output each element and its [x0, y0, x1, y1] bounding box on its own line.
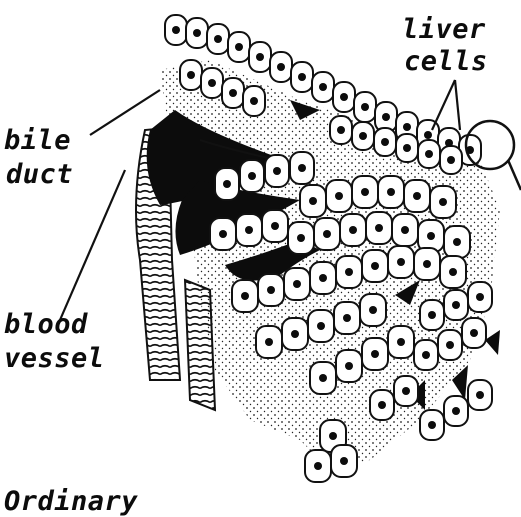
- label-cells: cells: [404, 46, 488, 77]
- label-bile: bile: [4, 125, 71, 156]
- label-blood: blood: [4, 309, 88, 340]
- label-liver: liver: [402, 14, 486, 45]
- label-duct: duct: [6, 159, 73, 190]
- label-ordinary: Ordinary: [4, 486, 138, 517]
- label-vessel: vessel: [4, 343, 105, 374]
